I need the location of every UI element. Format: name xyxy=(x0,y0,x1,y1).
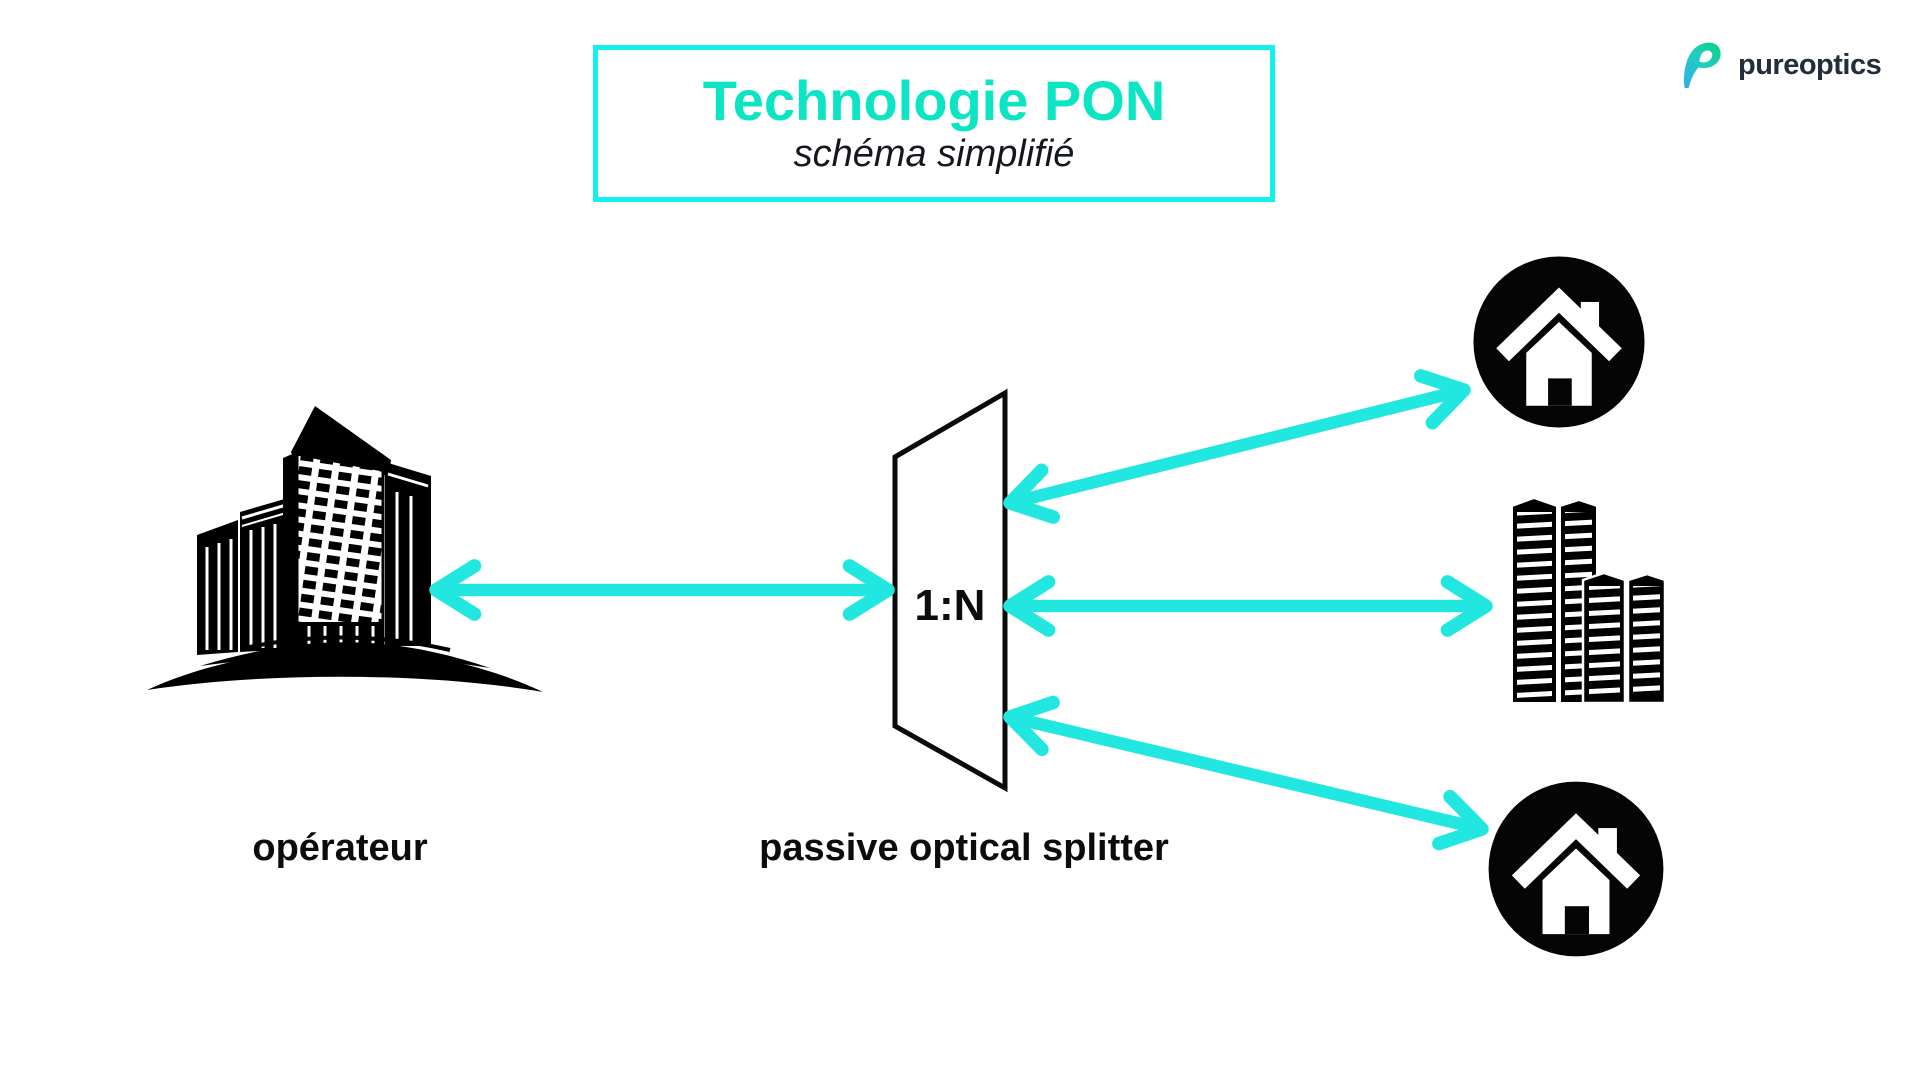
optical-splitter-shape xyxy=(892,388,1008,793)
office-buildings-icon xyxy=(1509,494,1667,706)
office-skyscrapers-icon xyxy=(145,400,545,700)
brand-logo: pureoptics xyxy=(1678,40,1882,90)
title-box: Technologie PON schéma simplifié xyxy=(593,45,1275,202)
link-splitter-home-bottom xyxy=(1003,695,1489,851)
splitter-ratio: 1:N xyxy=(914,581,986,630)
brand-name: pureoptics xyxy=(1738,48,1882,81)
home-circle-icon xyxy=(1468,250,1650,434)
page-title: Technologie PON xyxy=(702,69,1166,133)
page-subtitle: schéma simplifié xyxy=(793,132,1075,175)
pureoptics-p-icon xyxy=(1678,40,1726,90)
link-splitter-home-top xyxy=(1003,369,1471,524)
home-circle-icon xyxy=(1483,776,1669,962)
splitter-label: passive optical splitter xyxy=(759,827,1169,869)
operator-label: opérateur xyxy=(252,827,428,869)
